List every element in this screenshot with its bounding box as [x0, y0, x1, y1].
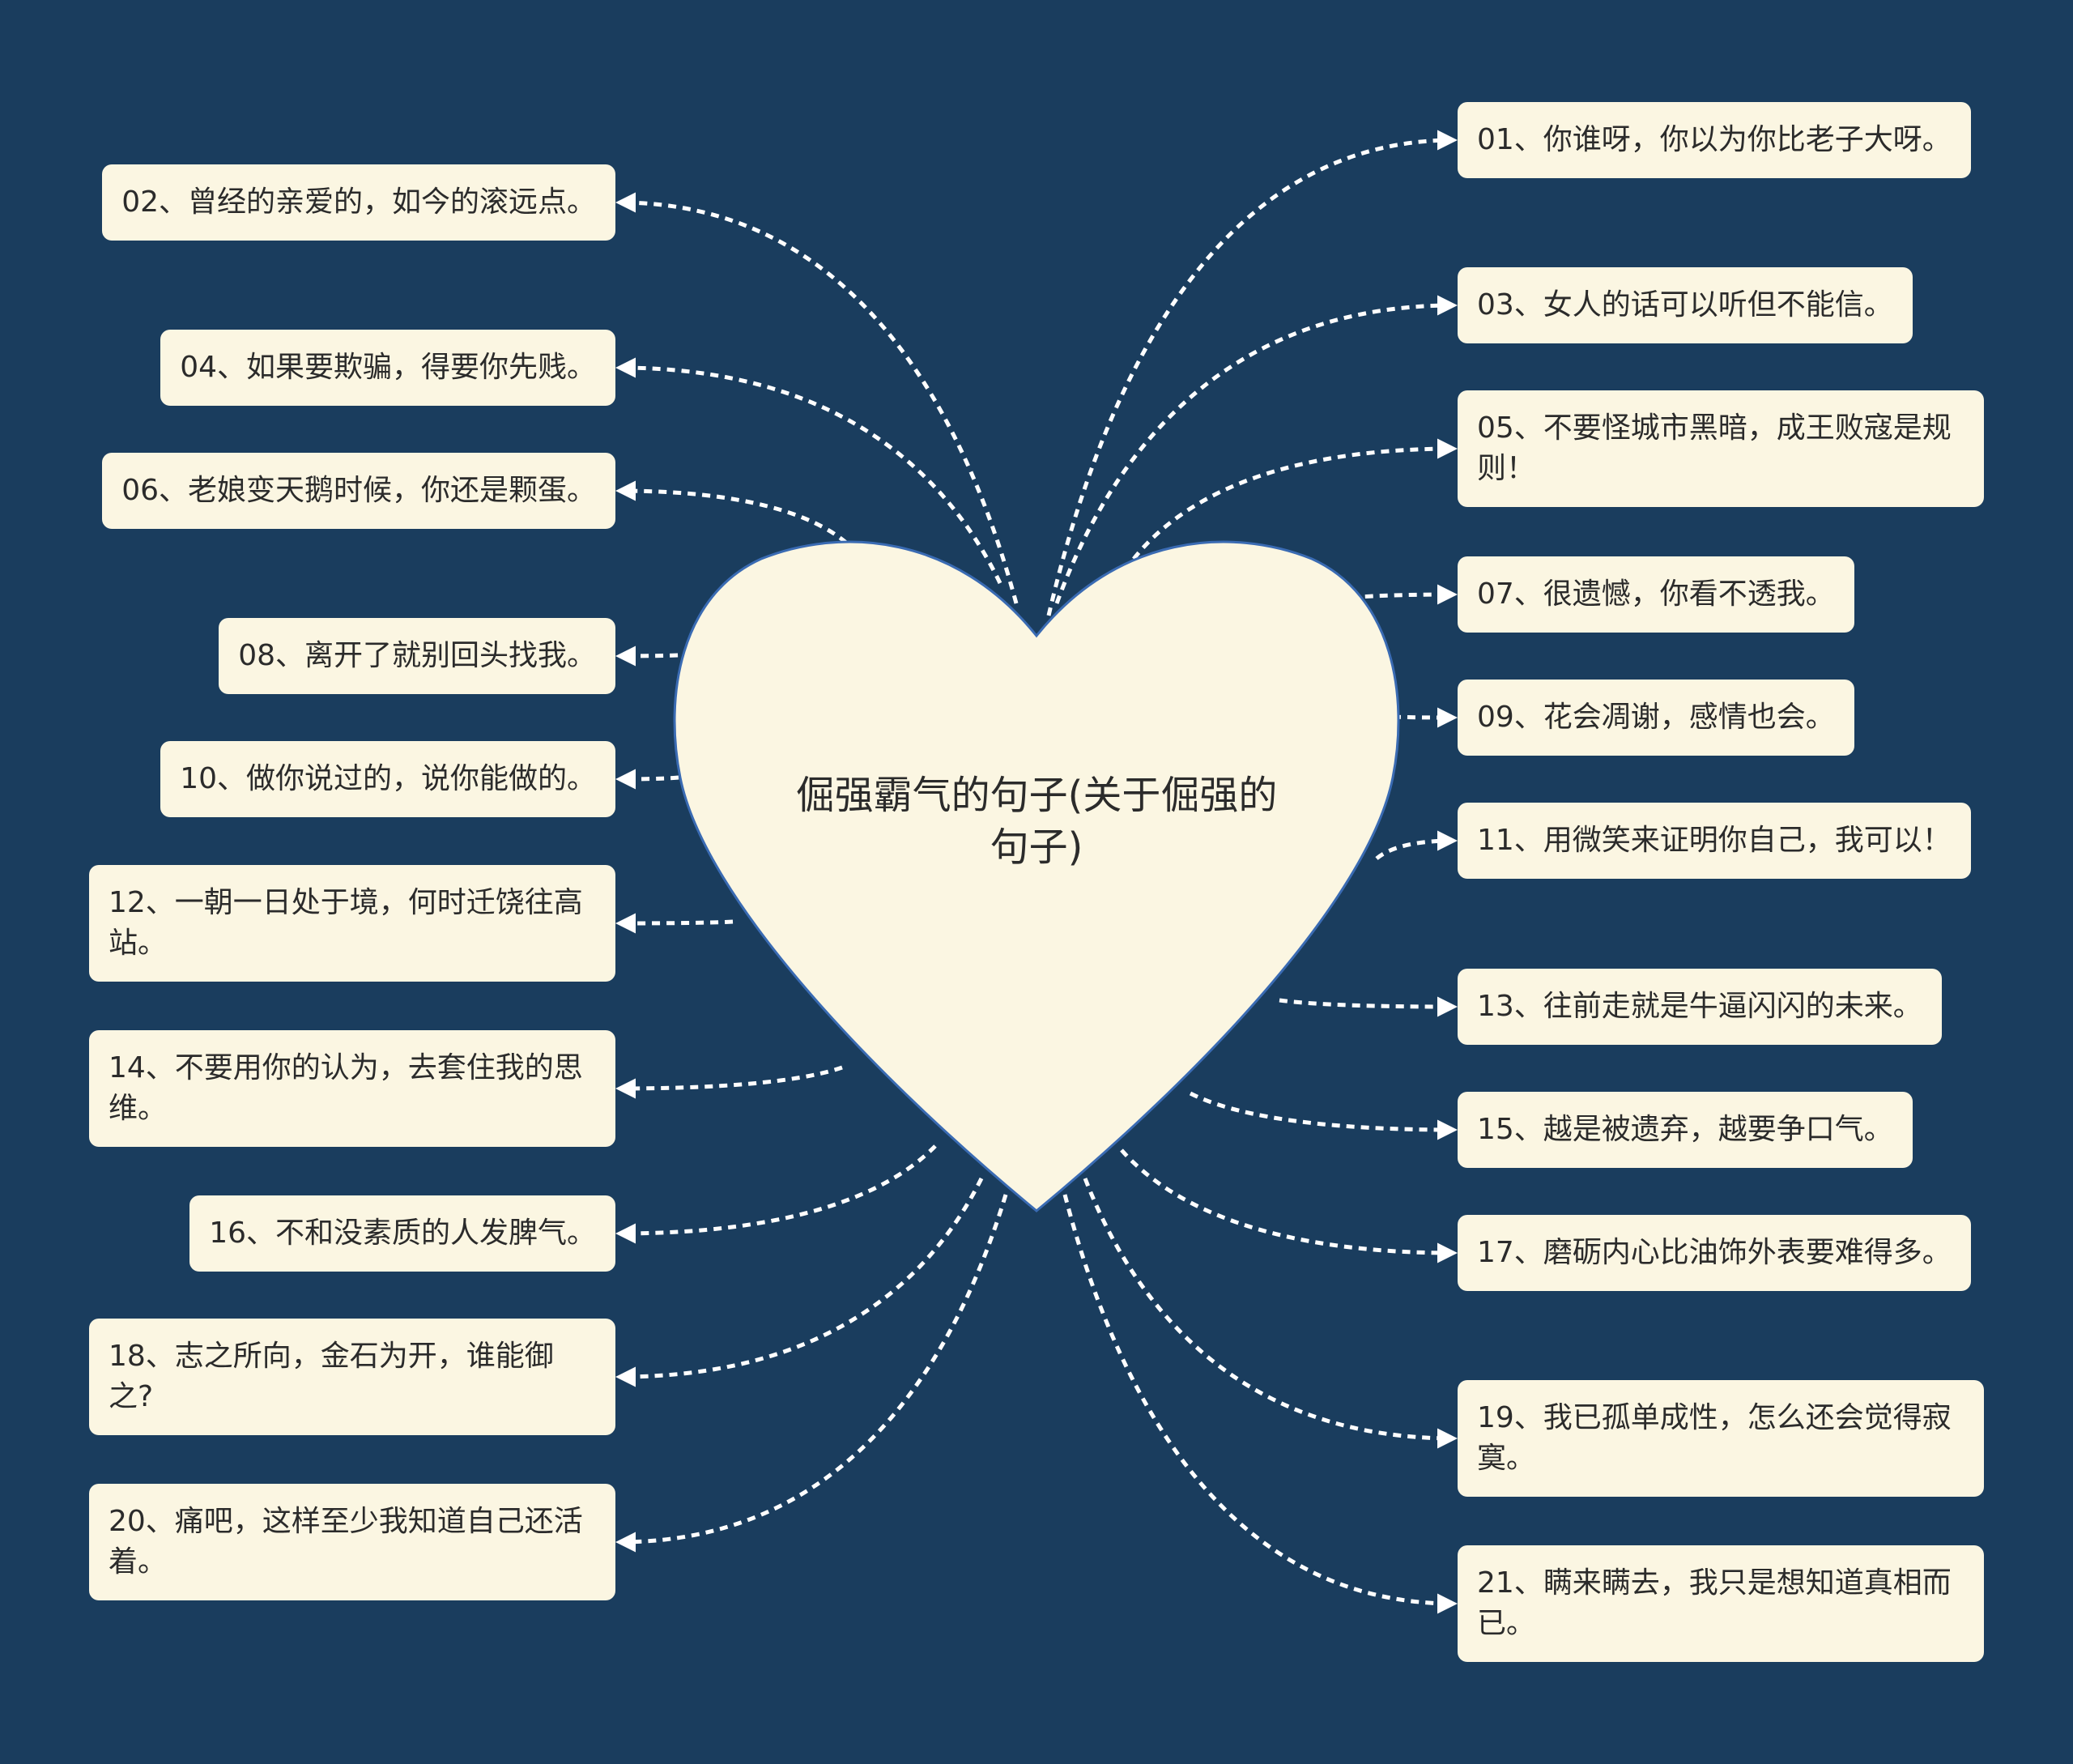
branch-node-10[interactable]: 10、做你说过的，说你能做的。 [160, 741, 615, 817]
branch-node-04[interactable]: 04、如果要欺骗，得要你先贱。 [160, 330, 615, 406]
connector-15 [1189, 1091, 1458, 1140]
connector-16 [615, 1144, 937, 1244]
central-topic-label[interactable]: 倔强霸气的句子(关于倔强的句子) [795, 773, 1278, 870]
connector-17 [1120, 1148, 1458, 1263]
connector-12 [615, 913, 734, 934]
connector-06 [615, 480, 848, 544]
branch-node-06[interactable]: 06、老娘变天鹅时候，你还是颗蛋。 [102, 453, 615, 529]
connector-01 [1046, 130, 1458, 616]
connector-19 [1083, 1178, 1458, 1449]
branch-node-18[interactable]: 18、志之所向，金石为开，谁能御之? [89, 1319, 615, 1435]
branch-node-19[interactable]: 19、我已孤单成性，怎么还会觉得寂寞。 [1458, 1380, 1984, 1497]
branch-node-03[interactable]: 03、女人的话可以听但不能信。 [1458, 267, 1913, 343]
connector-10 [615, 769, 679, 790]
connector-20 [615, 1194, 1008, 1553]
branch-node-01[interactable]: 01、你谁呀，你以为你比老子大呀。 [1458, 102, 1971, 178]
connector-11 [1375, 830, 1458, 860]
branch-node-14[interactable]: 14、不要用你的认为，去套住我的思维。 [89, 1030, 615, 1147]
connector-09 [1392, 707, 1458, 728]
connector-04 [615, 357, 1002, 585]
branch-node-07[interactable]: 07、很遗憾，你看不透我。 [1458, 556, 1854, 633]
connector-08 [615, 646, 693, 667]
connector-07 [1335, 584, 1458, 605]
branch-node-16[interactable]: 16、不和没素质的人发脾气。 [189, 1195, 615, 1272]
branch-node-21[interactable]: 21、瞒来瞒去，我只是想知道真相而已。 [1458, 1545, 1984, 1662]
connector-02 [615, 192, 1019, 604]
branch-node-12[interactable]: 12、一朝一日处于境，何时迁饶往高站。 [89, 865, 615, 982]
branch-node-13[interactable]: 13、往前走就是牛逼闪闪的未来。 [1458, 969, 1942, 1045]
branch-node-09[interactable]: 09、花会凋谢，感情也会。 [1458, 680, 1854, 756]
connector-21 [1062, 1194, 1458, 1614]
branch-node-20[interactable]: 20、痛吧，这样至少我知道自己还活着。 [89, 1484, 615, 1600]
branch-node-11[interactable]: 11、用微笑来证明你自己，我可以！ [1458, 803, 1971, 879]
branch-node-15[interactable]: 15、越是被遗弃，越要争口气。 [1458, 1092, 1913, 1168]
branch-node-05[interactable]: 05、不要怪城市黑暗，成王败寇是规则！ [1458, 390, 1984, 507]
connector-05 [1132, 438, 1458, 560]
branch-node-17[interactable]: 17、磨砺内心比油饰外表要难得多。 [1458, 1215, 1971, 1291]
connector-03 [1054, 295, 1458, 604]
connector-18 [615, 1177, 984, 1387]
connector-13 [1279, 996, 1458, 1017]
branch-node-02[interactable]: 02、曾经的亲爱的，如今的滚远点。 [102, 164, 615, 241]
branch-node-08[interactable]: 08、离开了就别回头找我。 [219, 618, 615, 694]
connector-14 [615, 1065, 843, 1099]
